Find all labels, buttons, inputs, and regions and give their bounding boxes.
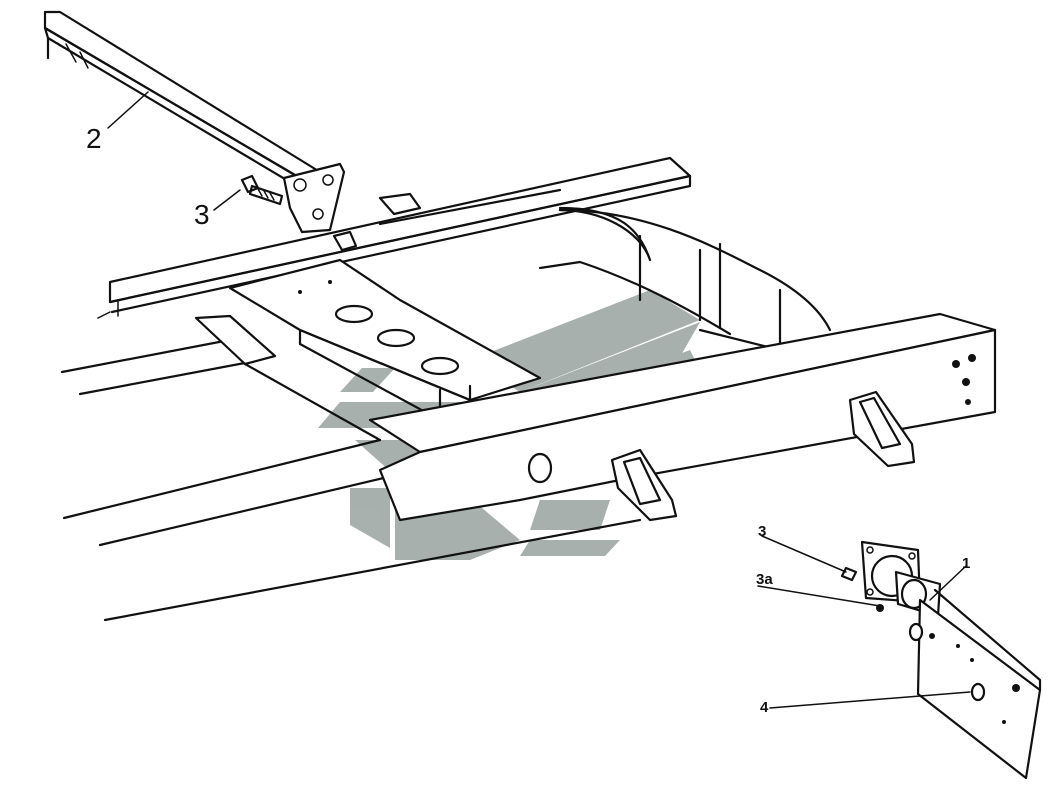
rear-frame	[378, 188, 832, 352]
leader-lines	[107, 91, 971, 709]
bolt-part-3-left	[240, 174, 284, 206]
crossmember	[194, 258, 542, 442]
callout-3-right: 3	[758, 523, 766, 540]
callout-3-left: 3	[194, 199, 210, 230]
frame-upper-rail	[97, 156, 692, 319]
main-beam	[368, 312, 997, 522]
bracket-part-2	[43, 10, 346, 234]
callout-labels: 2 3 3 3a 1 4	[86, 123, 970, 716]
tow-hook-left	[610, 448, 678, 522]
callout-1: 1	[962, 555, 970, 572]
callout-2: 2	[86, 123, 102, 154]
callout-3a: 3a	[756, 571, 773, 588]
tow-hook-right	[848, 390, 916, 468]
plate-assembly-part-1-4	[840, 540, 1042, 780]
callout-4: 4	[760, 699, 769, 716]
